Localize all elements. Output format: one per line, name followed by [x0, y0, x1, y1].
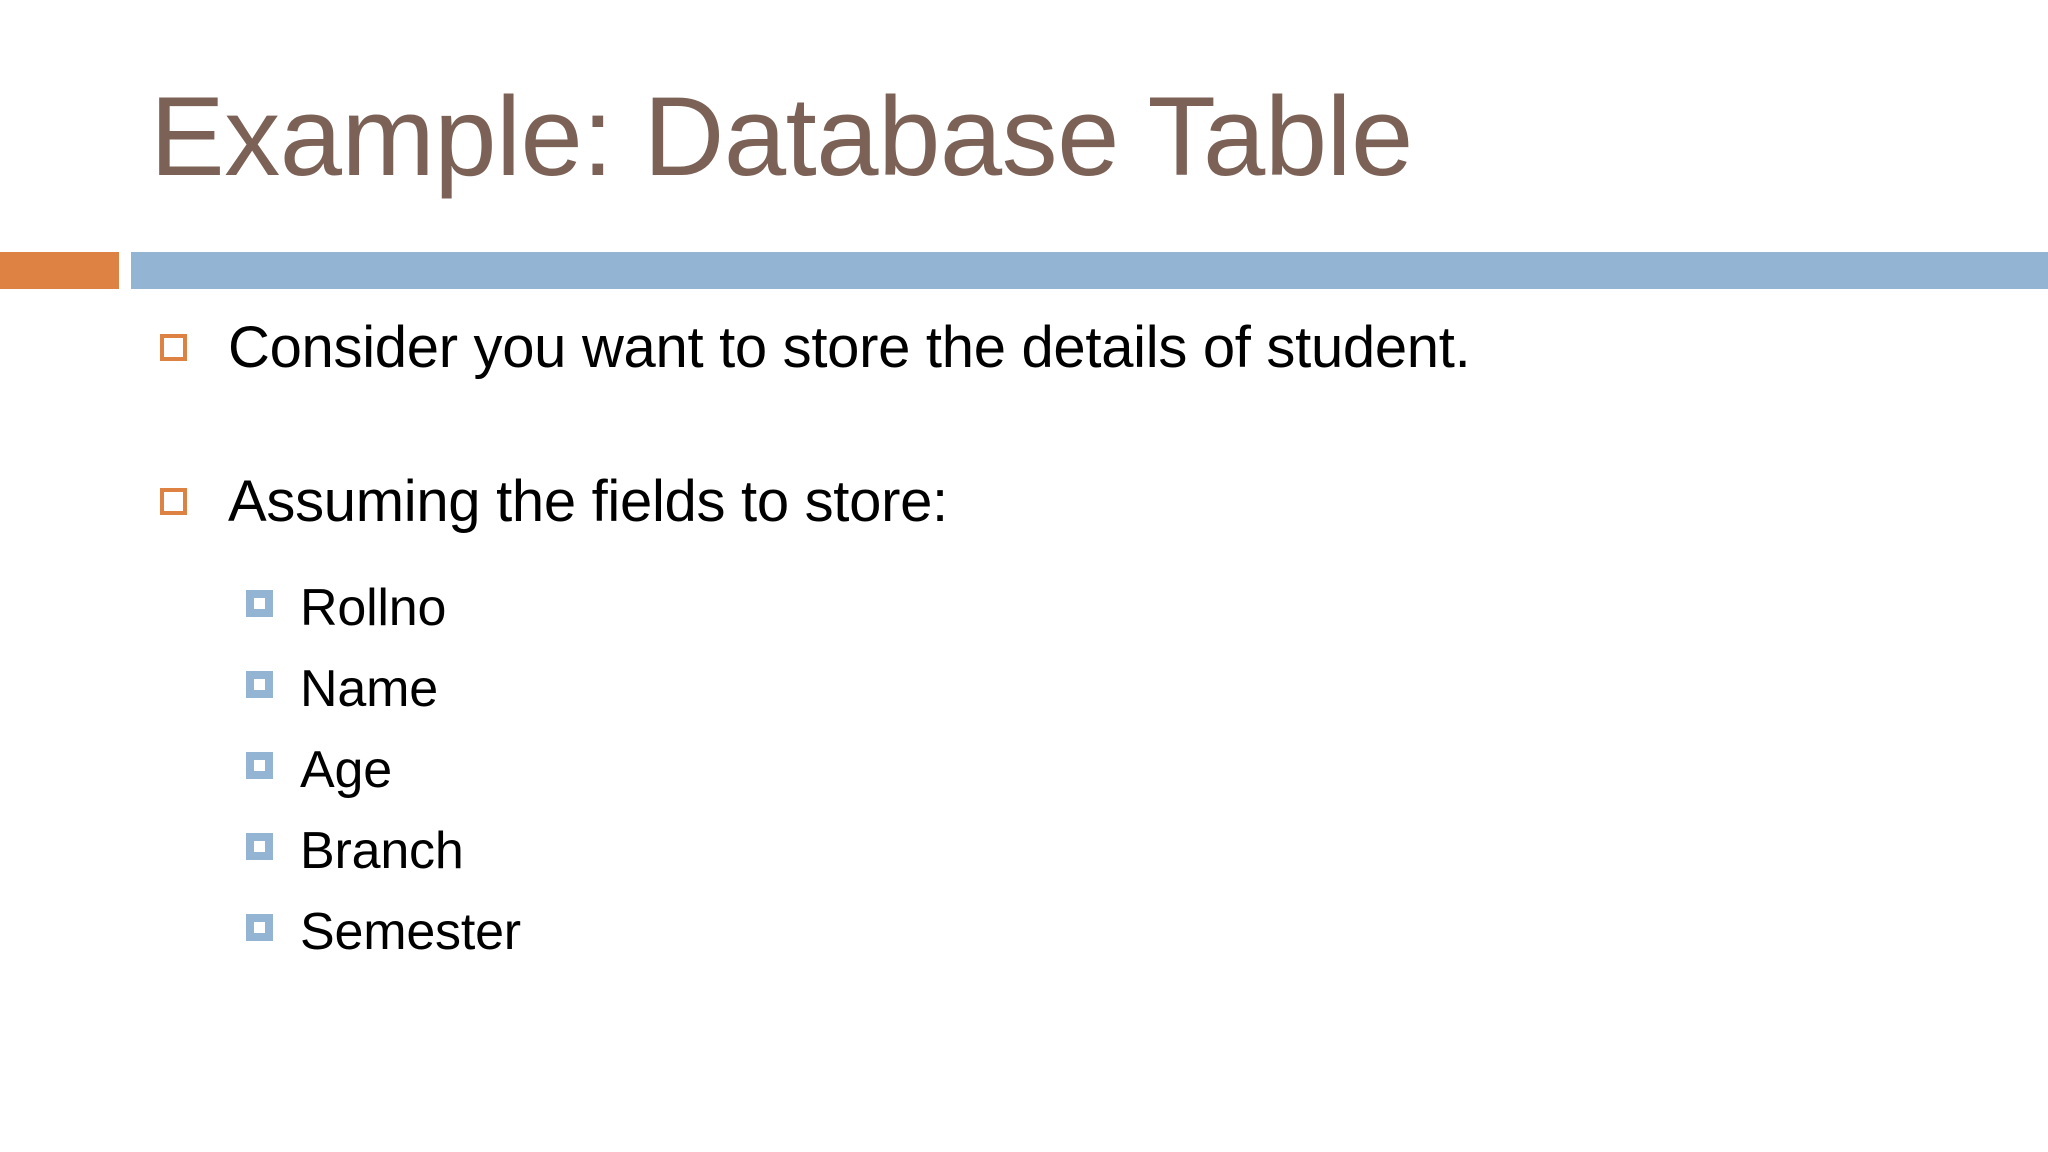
list-item: Semester	[0, 892, 2048, 973]
sub-bullet-text: Name	[300, 660, 438, 718]
list-item: Consider you want to store the details o…	[0, 300, 1988, 396]
list-item: Rollno	[0, 568, 2048, 649]
filled-square-blue-icon	[246, 752, 273, 779]
list-item: Age	[0, 730, 2048, 811]
filled-square-blue-icon	[246, 914, 273, 941]
sub-bullet-text: Age	[300, 741, 392, 799]
accent-bar-orange	[0, 252, 119, 289]
list-item: Assuming the fields to store:	[0, 454, 1988, 550]
hollow-square-orange-icon	[160, 334, 187, 361]
list-item: Branch	[0, 811, 2048, 892]
bullet-list-level2: Rollno Name Age Branch	[0, 568, 2048, 973]
sub-bullet-text: Semester	[300, 903, 521, 961]
slide-body: Consider you want to store the details o…	[0, 300, 2048, 973]
bullet-text: Assuming the fields to store:	[228, 469, 948, 534]
list-item: Name	[0, 649, 2048, 730]
filled-square-blue-icon	[246, 833, 273, 860]
sub-bullet-text: Branch	[300, 822, 464, 880]
filled-square-blue-icon	[246, 590, 273, 617]
hollow-square-orange-icon	[160, 488, 187, 515]
sub-bullet-group: Rollno Name Age Branch	[0, 568, 2048, 973]
sub-bullet-text: Rollno	[300, 579, 447, 637]
bullet-text: Consider you want to store the details o…	[228, 315, 1471, 380]
filled-square-blue-icon	[246, 671, 273, 698]
slide-title-area: Example: Database Table	[150, 78, 1950, 238]
bullet-list-level1: Consider you want to store the details o…	[0, 300, 2048, 973]
title-divider	[0, 252, 2048, 289]
accent-bar-blue	[131, 252, 2048, 289]
page-title: Example: Database Table	[150, 74, 1413, 199]
